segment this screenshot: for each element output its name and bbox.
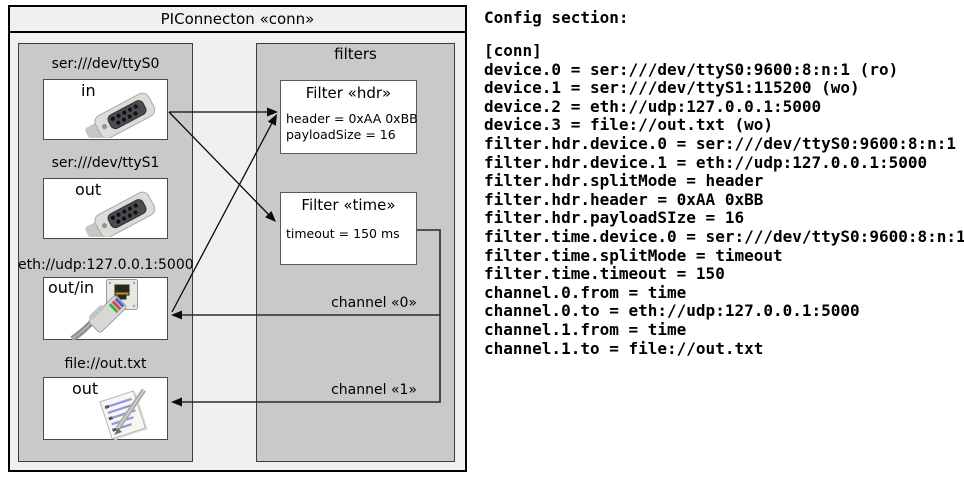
- filter-title: Filter «time»: [301, 196, 396, 214]
- filter-property: payloadSize = 16: [286, 127, 396, 142]
- serial-connector-icon: [85, 92, 156, 138]
- device-direction: out: [75, 180, 102, 199]
- connection-title: PIConnecton «conn»: [10, 7, 465, 33]
- filter-property: header = 0xAA 0xBB: [286, 111, 418, 126]
- notepad-icon: [99, 388, 148, 440]
- device-label-eth-udp: eth://udp:127.0.0.1:5000: [18, 257, 194, 273]
- config-section-body: [conn] device.0 = ser:///dev/ttyS0:9600:…: [484, 41, 964, 358]
- filter-box-hdr: Filter «hdr» header = 0xAA 0xBB payloadS…: [280, 80, 418, 154]
- filter-property: timeout = 150 ms: [286, 226, 400, 241]
- serial-connector-icon: [85, 191, 156, 237]
- ethernet-cable-icon: [70, 295, 127, 340]
- device-direction: out: [72, 379, 99, 398]
- device-box-ser-ttys1: out: [43, 178, 168, 239]
- device-box-eth-udp: out/in: [43, 277, 168, 340]
- device-label-ser-ttys1: ser:///dev/ttyS1: [51, 155, 160, 171]
- device-label-file-out: file://out.txt: [64, 356, 147, 372]
- device-box-ser-ttys0: in: [43, 79, 168, 140]
- channel-0-label: channel «0»: [331, 295, 417, 311]
- filter-title: Filter «hdr»: [305, 84, 392, 102]
- filter-box-time: Filter «time» timeout = 150 ms: [280, 192, 417, 265]
- channel-1-label: channel «1»: [331, 382, 417, 398]
- filters-panel-title: filters: [334, 45, 377, 63]
- device-label-ser-ttys0: ser:///dev/ttyS0: [51, 56, 160, 72]
- device-direction: in: [81, 81, 96, 100]
- config-section-title: Config section:: [484, 8, 629, 27]
- device-box-file-out: out: [43, 377, 168, 440]
- device-direction: out/in: [48, 278, 95, 297]
